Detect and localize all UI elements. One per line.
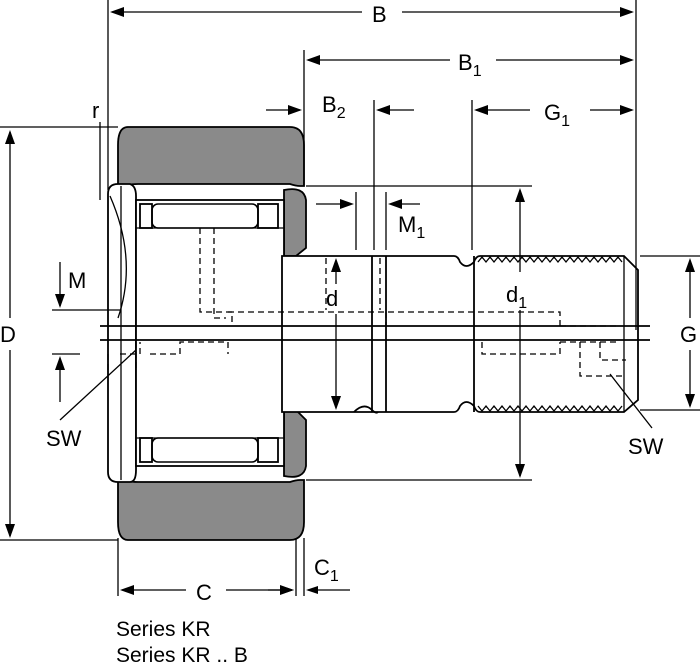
label-C1: C1 bbox=[314, 555, 339, 585]
label-G: G bbox=[680, 322, 697, 347]
side-plate-right-bottom bbox=[283, 409, 307, 478]
needle-roller-top bbox=[151, 203, 259, 229]
label-M: M bbox=[68, 268, 86, 293]
thrust-washer-left bbox=[107, 183, 137, 483]
label-d1: d1 bbox=[506, 282, 527, 312]
label-B1: B1 bbox=[458, 50, 482, 80]
side-plate-right bbox=[283, 188, 307, 257]
caption-series-kr-b: Series KR .. B bbox=[116, 644, 248, 667]
label-M1: M1 bbox=[398, 212, 425, 242]
label-D: D bbox=[0, 322, 16, 347]
label-SW-left: SW bbox=[46, 426, 82, 451]
label-SW-right: SW bbox=[628, 434, 664, 459]
caption-series-kr: Series KR bbox=[116, 618, 211, 641]
needle-roller-bottom bbox=[151, 437, 259, 463]
label-G1: G1 bbox=[544, 100, 570, 130]
label-d: d bbox=[326, 286, 338, 311]
label-B2: B2 bbox=[322, 92, 346, 122]
label-r: r bbox=[92, 98, 99, 123]
outer-ring-bottom bbox=[117, 473, 305, 541]
outer-ring-top bbox=[117, 126, 305, 193]
label-B: B bbox=[372, 2, 387, 27]
stud-shank bbox=[281, 255, 639, 413]
label-C: C bbox=[196, 580, 212, 605]
